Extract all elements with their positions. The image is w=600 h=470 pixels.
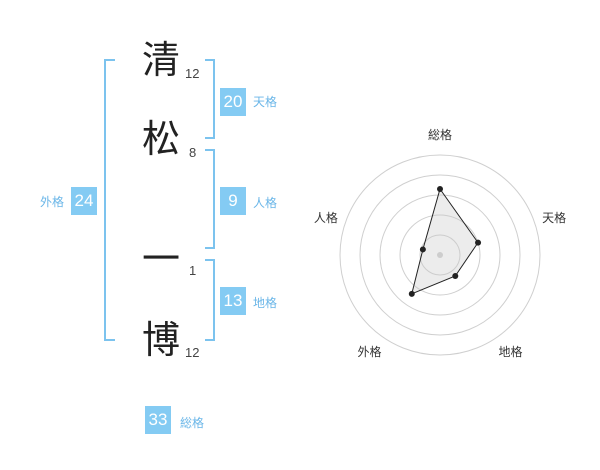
- radar-axis-label-1: 総格: [428, 127, 452, 142]
- name-char-4: 博: [142, 318, 181, 362]
- gaikaku-bracket: [104, 59, 115, 341]
- radar-point-1: [437, 186, 443, 192]
- jinkaku-label: 人格: [253, 196, 278, 210]
- radar-axis-label-5: 人格: [314, 210, 338, 225]
- gaikaku-label: 外格: [40, 195, 65, 209]
- name-char-2: 松: [142, 117, 181, 161]
- soukaku-badge: 33: [145, 406, 171, 434]
- name-char-3: 一: [142, 237, 181, 281]
- jinkaku-bracket: [205, 149, 215, 249]
- radar-ring-2: [399, 214, 481, 296]
- chikaku-bracket: [205, 259, 215, 341]
- gaikaku-badge: 24: [71, 187, 97, 215]
- radar-point-3: [452, 273, 459, 280]
- tenkaku-label: 天格: [253, 95, 278, 109]
- radar-ring-3: [379, 194, 501, 316]
- soukaku-label: 総格: [180, 416, 205, 430]
- radar-axis-label-3: 地格: [499, 344, 523, 359]
- jinkaku-badge: 9: [220, 187, 246, 215]
- radar-area: [411, 187, 479, 295]
- radar-points: [408, 186, 482, 297]
- radar-point-4: [408, 290, 415, 297]
- radar-axis-label-4: 外格: [357, 344, 381, 359]
- tenkaku-bracket: [205, 59, 215, 139]
- stroke-count-4: 12: [185, 345, 200, 360]
- name-char-1: 清: [142, 38, 181, 82]
- stroke-count-3: 1: [189, 263, 197, 278]
- radar-point-5: [419, 246, 426, 253]
- radar-ring-5: [339, 154, 541, 356]
- radar-ring-4: [359, 174, 521, 336]
- radar-point-2: [475, 239, 482, 246]
- chikaku-label: 地格: [253, 296, 278, 310]
- radar-ring-1: [419, 234, 461, 276]
- radar-axis-label-2: 天格: [542, 210, 566, 225]
- chikaku-badge: 13: [220, 287, 246, 315]
- tenkaku-badge: 20: [220, 88, 246, 116]
- stroke-count-2: 8: [189, 145, 197, 160]
- radar-center: [437, 252, 443, 258]
- radar-grid: [339, 154, 541, 356]
- stroke-count-1: 12: [185, 66, 200, 81]
